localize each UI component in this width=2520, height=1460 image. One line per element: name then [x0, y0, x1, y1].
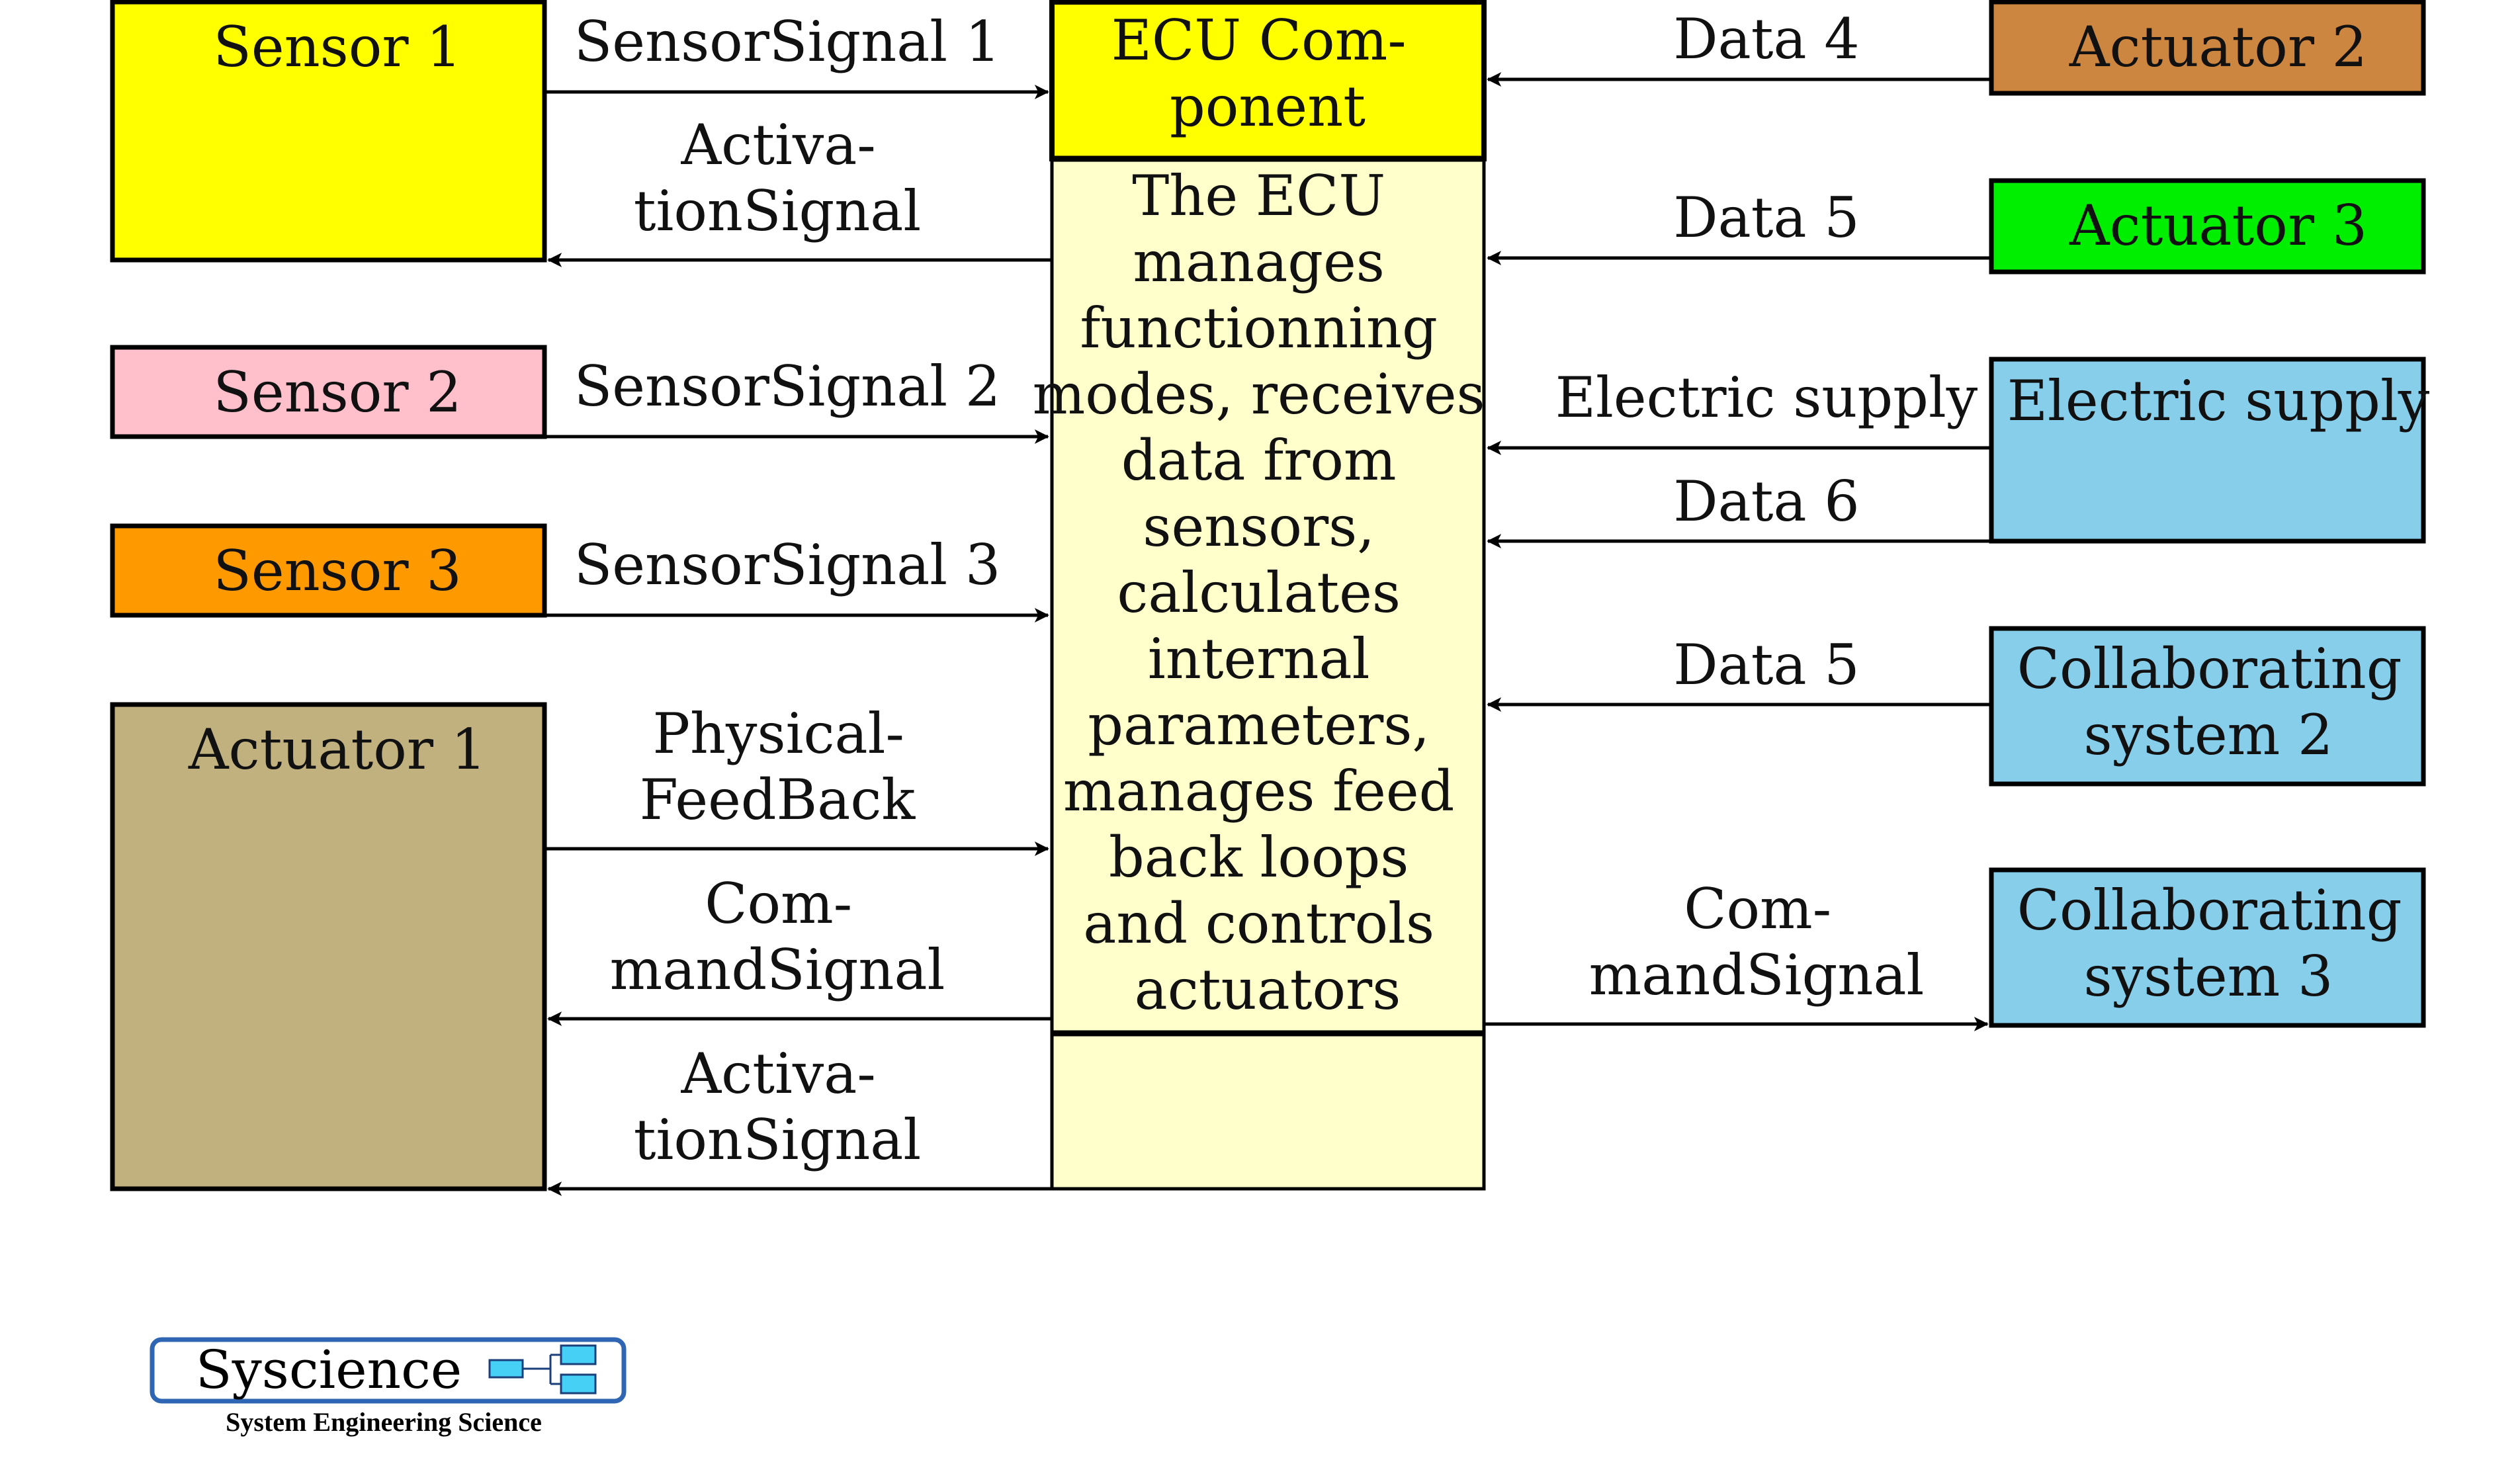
- electric-supply-label: Electric supply: [2007, 368, 2430, 433]
- flow-label-line: tionSignal: [634, 179, 922, 243]
- ecu-description-line: modes, receives: [1033, 362, 1485, 427]
- ecu-description-line: manages: [1133, 230, 1385, 294]
- flow-label: Data 5: [1673, 632, 1859, 697]
- collaborating-system-3-box: [1989, 867, 2426, 1028]
- sensor-2-block: Sensor 2: [110, 345, 547, 439]
- sensor-1-label: Sensor 1: [213, 15, 461, 79]
- flow-label: Physical- FeedBack: [640, 701, 922, 832]
- logo-icon-block: [560, 1373, 597, 1395]
- actuator-3-label: Actuator 3: [2069, 193, 2367, 258]
- flow-command-signal-right: Com- mandSignal: [1484, 877, 1989, 1031]
- flow-data-5-b: Data 5: [1487, 632, 1991, 712]
- ecu-title: ECU Com- ponent: [1111, 8, 1424, 139]
- collaborating-system-3-line: Collaborating: [2017, 878, 2402, 943]
- sensor-2-box: [110, 345, 547, 439]
- ecu-description-line: parameters,: [1088, 693, 1430, 757]
- sensor-3-box: [110, 523, 547, 618]
- flow-label: Data 6: [1673, 469, 1859, 534]
- ecu-header: [1049, 0, 1487, 161]
- ecu-title-line: ECU Com-: [1111, 8, 1407, 73]
- actuator-1-box: [110, 702, 547, 1191]
- ecu-body: [1050, 158, 1486, 1191]
- ecu-description-line: manages feed: [1063, 759, 1455, 824]
- collaborating-system-3-label: Collaborating system 3: [2017, 878, 2419, 1009]
- flow-data-5-a: Data 5: [1487, 185, 1991, 265]
- sensor-3-block: Sensor 3: [110, 523, 547, 618]
- flow-label: Data 4: [1673, 7, 1859, 71]
- collaborating-system-2-label: Collaborating system 2: [2017, 636, 2419, 767]
- logo-tagline: System Engineering Science: [226, 1407, 542, 1437]
- flow-command-signal-left: Com- mandSignal: [547, 871, 1052, 1026]
- flow-label-line: mandSignal: [610, 937, 945, 1002]
- flow-activation-signal-1: Activa- tionSignal: [547, 112, 1052, 267]
- actuator-1-block: Actuator 1: [110, 702, 547, 1191]
- ecu-description-line: data from: [1121, 428, 1397, 493]
- ecu-description-line: calculates: [1117, 560, 1401, 625]
- logo-frame: [150, 1337, 627, 1404]
- flow-label-line: Com-: [705, 871, 852, 936]
- flow-label: SensorSignal 3: [574, 533, 1001, 597]
- collaborating-system-2-line: system 2: [2084, 703, 2333, 767]
- electric-supply-block: Electric supply: [1989, 357, 2430, 544]
- flow-label: Electric supply: [1555, 365, 1978, 430]
- collaborating-system-2-block: Collaborating system 2: [1989, 626, 2426, 787]
- flow-label: SensorSignal 2: [574, 354, 1001, 419]
- flow-label-line: tionSignal: [634, 1107, 922, 1172]
- flow-label: Com- mandSignal: [610, 871, 945, 1002]
- flow-label: Data 5: [1673, 185, 1859, 250]
- flow-sensor-signal-3: SensorSignal 3: [544, 533, 1049, 623]
- flow-label-line: Activa-: [681, 1041, 876, 1106]
- actuator-1-label: Actuator 1: [188, 717, 486, 782]
- flow-sensor-signal-2: SensorSignal 2: [544, 354, 1049, 444]
- ecu-description-line: sensors,: [1143, 494, 1375, 559]
- flow-physical-feedback: Physical- FeedBack: [544, 701, 1049, 856]
- ecu-description: The ECU manages functionning modes, rece…: [1033, 163, 1503, 1022]
- flow-electric-supply: Electric supply: [1487, 365, 1991, 455]
- ecu-description-line: back loops: [1109, 825, 1409, 890]
- collaborating-system-3-block: Collaborating system 3: [1989, 867, 2426, 1028]
- ecu-title-line: ponent: [1170, 74, 1366, 139]
- flow-label-line: Activa-: [681, 112, 876, 177]
- ecu-description-line: The ECU: [1132, 163, 1385, 228]
- flow-data-6: Data 6: [1487, 469, 1991, 548]
- sensor-2-label: Sensor 2: [213, 360, 461, 425]
- logo-icon-block: [488, 1359, 524, 1379]
- logo-name: Syscience: [196, 1339, 462, 1400]
- ecu-description-line: internal: [1148, 626, 1370, 691]
- logo-block-icon: [488, 1344, 597, 1395]
- collaborating-system-2-line: Collaborating: [2017, 636, 2402, 701]
- flow-activation-signal-2: Activa- tionSignal: [547, 1041, 1052, 1196]
- flow-label: SensorSignal 1: [574, 9, 1001, 74]
- syscience-logo: Syscience System Engineering Science: [150, 1337, 627, 1437]
- ecu-description-line: and controls: [1083, 891, 1434, 956]
- logo-icon-block: [560, 1344, 597, 1365]
- actuator-2-label: Actuator 2: [2069, 15, 2367, 79]
- sensor-3-label: Sensor 3: [213, 538, 461, 603]
- flow-label: Activa- tionSignal: [634, 1041, 922, 1172]
- collaborating-system-2-box: [1989, 626, 2426, 787]
- sensor-1-block: Sensor 1: [110, 0, 547, 263]
- flow-label-line: Physical-: [652, 701, 904, 766]
- actuator-2-box: [1989, 0, 2426, 96]
- ecu-component: ECU Com- ponent The ECU manages function…: [1033, 0, 1503, 1191]
- flow-label-line: FeedBack: [640, 767, 916, 832]
- flow-label: Activa- tionSignal: [634, 112, 922, 243]
- ecu-description-line: functionning: [1080, 296, 1437, 361]
- sensor-1-box: [110, 0, 547, 263]
- flow-sensor-signal-1: SensorSignal 1: [544, 9, 1049, 99]
- flow-data-4: Data 4: [1487, 7, 1991, 87]
- actuator-3-box: [1989, 178, 2426, 275]
- electric-supply-box: [1989, 357, 2426, 544]
- flow-label-line: mandSignal: [1589, 943, 1925, 1008]
- ecu-description-line: actuators: [1135, 957, 1401, 1022]
- flow-label: Com- mandSignal: [1589, 877, 1925, 1008]
- actuator-3-block: Actuator 3: [1989, 178, 2426, 275]
- flow-label-line: Com-: [1684, 877, 1831, 941]
- actuator-2-block: Actuator 2: [1989, 0, 2426, 96]
- collaborating-system-3-line: system 3: [2084, 944, 2333, 1009]
